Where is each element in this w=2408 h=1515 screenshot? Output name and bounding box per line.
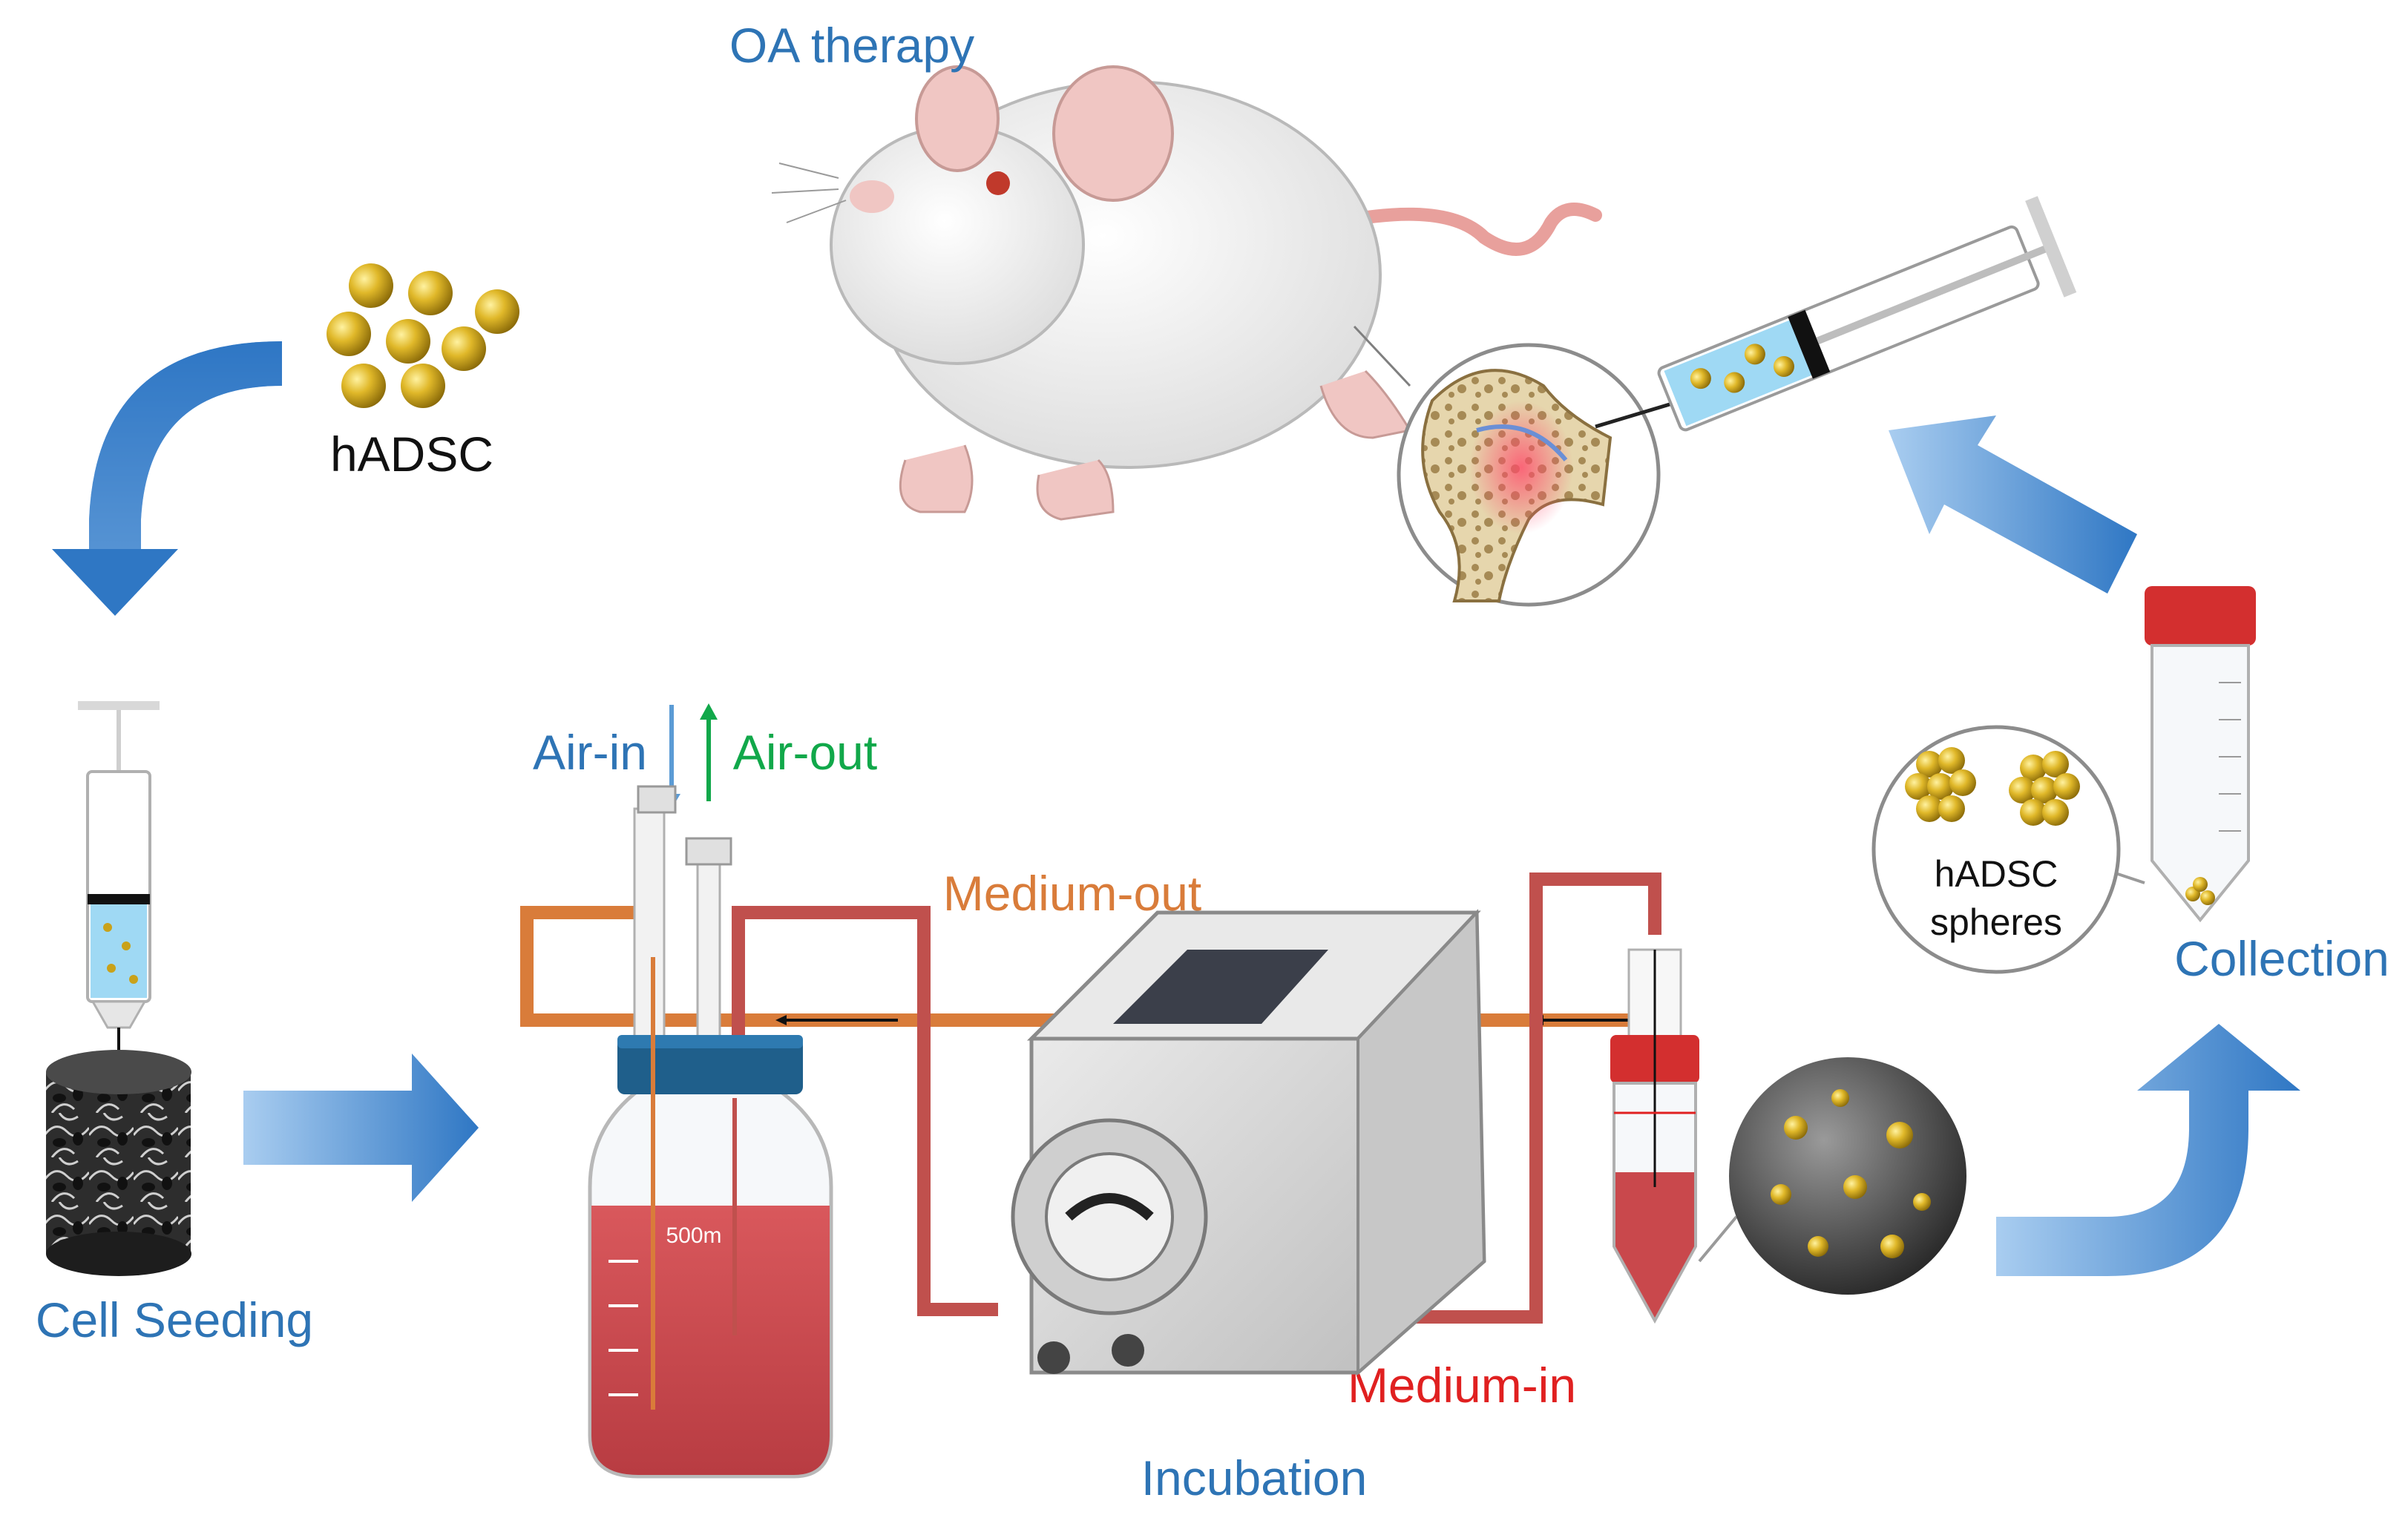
porous-scaffold-icon — [46, 1050, 191, 1276]
label-cell-seeding: Cell Seeding — [36, 1292, 313, 1347]
scaffold-zoom-icon — [1698, 1057, 1966, 1295]
arrow-hadsc-to-seeding — [52, 341, 282, 616]
spheres-callout: hADSC spheres — [1871, 725, 2145, 974]
rat-whiskers — [771, 162, 847, 223]
label-air-out: Air-out — [733, 725, 877, 780]
knee-joint-inset — [1353, 325, 1670, 607]
rat-eye — [986, 171, 1010, 195]
label-bottle-volume: 500m — [666, 1223, 721, 1248]
conical-tube-icon — [2145, 586, 2256, 923]
arrow-seeding-to-incubation — [243, 1054, 479, 1202]
rat-hind-paw — [1319, 369, 1412, 439]
seeding-syringe-icon — [78, 701, 160, 1068]
hadsc-cells — [327, 263, 519, 408]
rat-tail — [1329, 203, 1602, 256]
rat-nose — [850, 180, 894, 213]
bioreactor-tube-icon — [1610, 948, 1699, 1324]
rat-ear-left — [915, 65, 1000, 172]
label-spheres-line1: hADSC — [1935, 853, 2058, 895]
label-incubation: Incubation — [1141, 1450, 1368, 1505]
label-oa-therapy: OA therapy — [729, 18, 974, 73]
label-collection: Collection — [2174, 931, 2389, 986]
arrow-collection-to-therapy — [1889, 415, 2137, 594]
rat-ear-right — [1052, 65, 1174, 202]
rat-front-paw-2 — [1036, 459, 1115, 521]
rat-front-paw — [899, 444, 974, 513]
media-bottle-icon: 500m — [588, 785, 833, 1479]
syringe-icon — [1657, 196, 2077, 432]
label-air-in: Air-in — [533, 725, 647, 780]
label-medium-in: Medium-in — [1348, 1358, 1576, 1413]
rat-illustration — [771, 65, 1602, 521]
arrow-incubation-to-collection — [1996, 1024, 2300, 1276]
peristaltic-pump-icon — [1011, 909, 1486, 1376]
label-spheres-line2: spheres — [1930, 901, 2062, 943]
label-hadsc: hADSC — [330, 427, 493, 482]
